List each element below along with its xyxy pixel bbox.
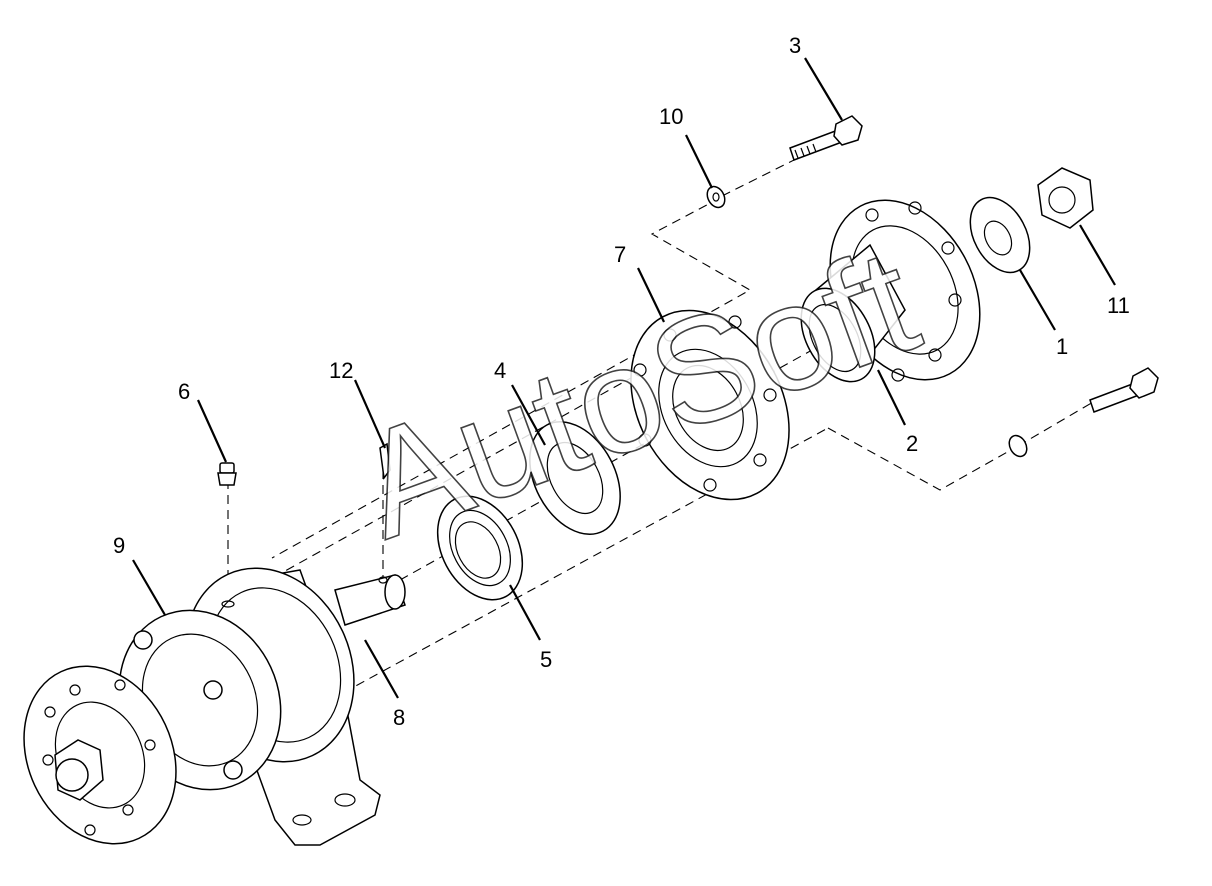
- callout-3: 3: [789, 33, 801, 58]
- callout-11: 11: [1107, 293, 1130, 318]
- callout-5: 5: [540, 647, 552, 672]
- part-6-grease-fitting: [217, 462, 237, 486]
- part-2-hub: [800, 199, 981, 383]
- callout-9: 9: [113, 533, 125, 558]
- callout-8: 8: [393, 705, 405, 730]
- lower-bolt: [1089, 367, 1159, 413]
- callout-4: 4: [494, 358, 506, 383]
- callout-12: 12: [329, 358, 353, 383]
- callout-labels: 3 10 7 11 1 2 4 12 6 5 8 9: [113, 33, 1130, 730]
- callout-10: 10: [659, 104, 683, 129]
- part-4-seal: [529, 421, 621, 535]
- part-1-washer: [969, 196, 1031, 274]
- part-3-bolt: [789, 115, 863, 161]
- part-9-housing: [23, 567, 406, 846]
- callout-6: 6: [178, 379, 190, 404]
- callout-7: 7: [614, 242, 626, 267]
- part-10-lock-washer: [706, 185, 726, 209]
- part-7-flange: [630, 309, 790, 501]
- leader-lines: [132, 57, 1116, 699]
- lower-lock-washer: [1008, 434, 1028, 458]
- part-5-bearing: [436, 495, 524, 601]
- part-11-castle-nut: [1037, 167, 1094, 229]
- callout-1: 1: [1056, 334, 1068, 359]
- callout-2: 2: [906, 431, 918, 456]
